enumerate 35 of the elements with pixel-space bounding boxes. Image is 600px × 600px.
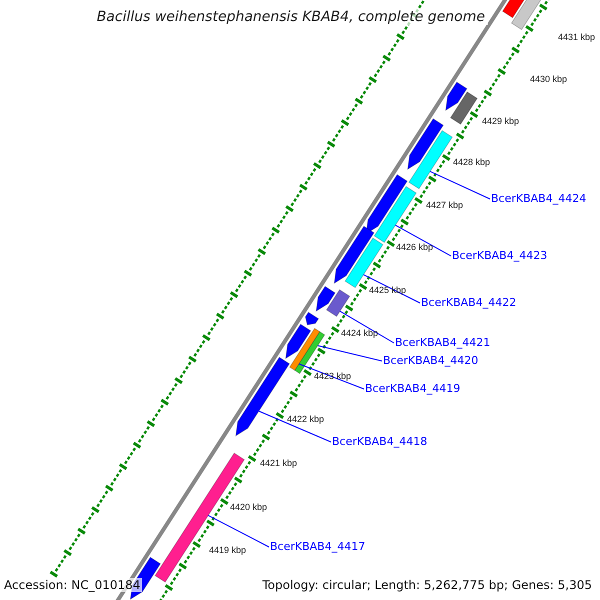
accession-text: Accession: NC_010184 bbox=[2, 578, 142, 592]
tick-label: 4419 kbp bbox=[209, 546, 246, 555]
gene-label: BcerKBAB4_4419 bbox=[365, 383, 460, 394]
leader-line bbox=[298, 363, 364, 390]
leader-line bbox=[258, 410, 332, 442]
gene-block bbox=[408, 130, 453, 190]
gene-label: BcerKBAB4_4417 bbox=[270, 541, 366, 552]
tick-label: 4431 kbp bbox=[558, 33, 596, 42]
tick-label: 4430 kbp bbox=[530, 75, 568, 84]
tick-label: 4426 kbp bbox=[396, 243, 434, 252]
gene-label: BcerKBAB4_4421 bbox=[395, 337, 490, 348]
gene-label: BcerKBAB4_4422 bbox=[421, 297, 516, 308]
tick-label: 4427 kbp bbox=[426, 201, 464, 210]
tick-label: 4421 kbp bbox=[260, 459, 298, 468]
genome-info-text: Topology: circular; Length: 5,262,775 bp; Genes: 5,305 bbox=[260, 578, 594, 592]
gene-block bbox=[344, 238, 384, 288]
leader-line bbox=[363, 274, 420, 304]
gene-label: BcerKBAB4_4418 bbox=[332, 436, 428, 447]
tick-label: 4423 kbp bbox=[314, 372, 352, 381]
gene-label: BcerKBAB4_4423 bbox=[452, 250, 548, 261]
leader-line bbox=[430, 170, 490, 200]
tick-label: 4424 kbp bbox=[341, 329, 378, 338]
leader-line bbox=[208, 514, 270, 548]
gene-label: BcerKBAB4_4424 bbox=[491, 193, 586, 204]
gene-block bbox=[326, 289, 350, 317]
tick-label: 4422 kbp bbox=[287, 415, 324, 424]
leader-line bbox=[317, 345, 382, 362]
gene-label: BcerKBAB4_4420 bbox=[383, 355, 478, 366]
gene-block bbox=[289, 328, 320, 371]
leader-line bbox=[394, 224, 452, 256]
gene-block bbox=[374, 186, 417, 243]
leader-line bbox=[339, 310, 394, 344]
tick-label: 4429 kbp bbox=[482, 117, 520, 126]
tick-label: 4420 kbp bbox=[230, 503, 268, 512]
tick-label: 4425 kbp bbox=[369, 286, 406, 295]
